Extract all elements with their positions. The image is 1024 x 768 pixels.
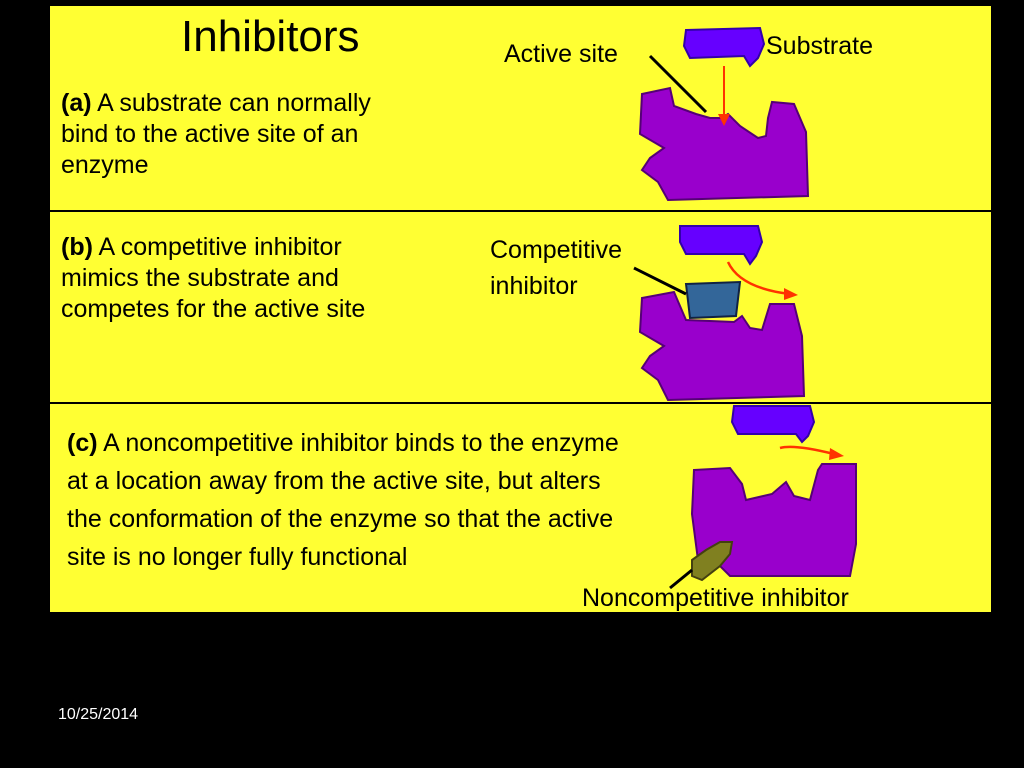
panel-a-diagram bbox=[638, 26, 810, 202]
substrate-shape bbox=[682, 26, 766, 68]
panel-b-diagram bbox=[633, 225, 806, 402]
panel-b: (b) A competitive inhibitor mimics the s… bbox=[50, 212, 991, 402]
competitive-inhibitor-shape bbox=[684, 280, 742, 320]
panel-c-diagram bbox=[669, 405, 857, 590]
binding-arrow-head bbox=[718, 114, 730, 126]
substrate-shape bbox=[679, 225, 764, 266]
panel-c-description: (c) A noncompetitive inhibitor binds to … bbox=[67, 424, 637, 576]
deflect-arrow bbox=[726, 261, 791, 296]
active-site-pointer bbox=[648, 54, 708, 114]
panel-c: (c) A noncompetitive inhibitor binds to … bbox=[50, 404, 991, 612]
active-site-label: Active site bbox=[504, 40, 618, 68]
panel-b-marker: (b) bbox=[61, 233, 93, 261]
panel-c-marker: (c) bbox=[67, 429, 98, 457]
substrate-label: Substrate bbox=[766, 32, 874, 60]
competitive-inhibitor-label-line2: inhibitor bbox=[490, 272, 578, 300]
enzyme-shape bbox=[638, 86, 810, 202]
slide-date: 10/25/2014 bbox=[58, 706, 139, 723]
deflect-arrow-head bbox=[784, 288, 798, 300]
competitive-inhibitor-pointer bbox=[633, 266, 687, 296]
panel-b-text: A competitive inhibitor mimics the subst… bbox=[61, 233, 366, 323]
panel-a: Inhibitors (a) A substrate can normally … bbox=[50, 6, 991, 210]
noncompetitive-inhibitor-pointer bbox=[669, 568, 693, 590]
slide-title: Inhibitors bbox=[181, 12, 360, 61]
noncompetitive-inhibitor-label: Noncompetitive inhibitor bbox=[582, 584, 849, 612]
panel-b-description: (b) A competitive inhibitor mimics the s… bbox=[61, 232, 421, 325]
noncompetitive-inhibitor-shape bbox=[691, 541, 734, 582]
panel-a-description: (a) A substrate can normally bind to the… bbox=[61, 88, 421, 181]
panel-c-text: A noncompetitive inhibitor binds to the … bbox=[67, 429, 619, 571]
deflect-arrow-head bbox=[829, 448, 844, 460]
panel-a-text: A substrate can normally bind to the act… bbox=[61, 89, 371, 179]
enzyme-shape bbox=[638, 290, 806, 402]
panel-a-marker: (a) bbox=[61, 89, 92, 117]
competitive-inhibitor-label-line1: Competitive bbox=[490, 236, 622, 264]
deflect-arrow bbox=[779, 445, 835, 456]
substrate-shape bbox=[730, 405, 816, 444]
